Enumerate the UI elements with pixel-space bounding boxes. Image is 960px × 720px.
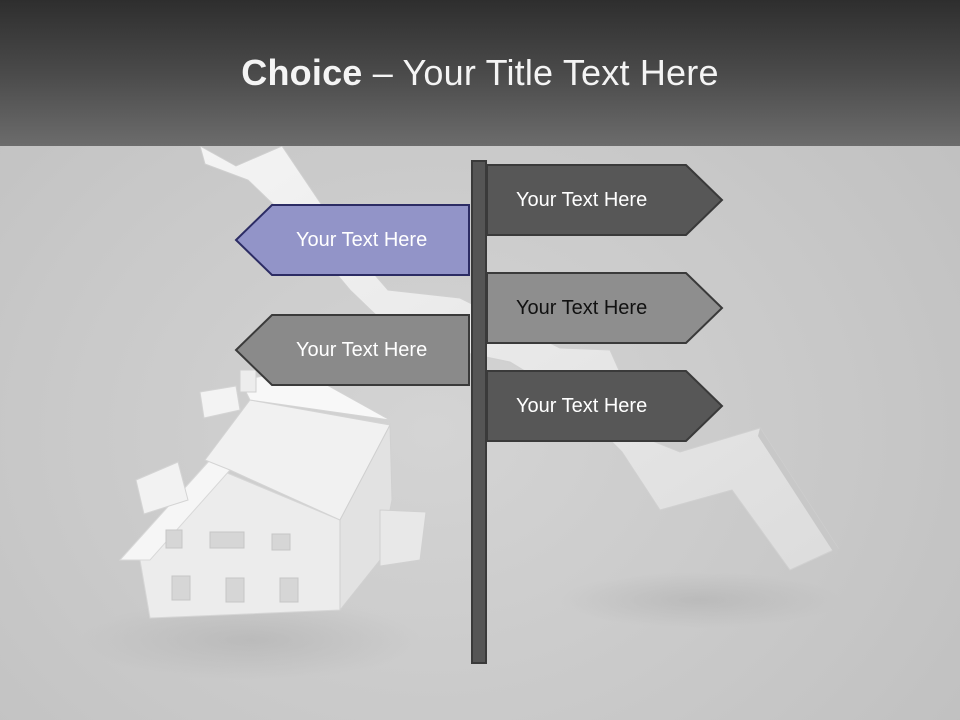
sign-left-2[interactable]: Your Text Here	[232, 314, 472, 386]
title-bold: Choice	[241, 52, 363, 93]
falling-arrow-icon	[199, 144, 839, 571]
sign-label: Your Text Here	[516, 297, 648, 319]
title-bar: Choice – Your Title Text Here	[0, 0, 960, 146]
sign-right-1[interactable]: Your Text Here	[486, 164, 726, 236]
sign-right-2[interactable]: Your Text Here	[486, 272, 726, 344]
title-rest: – Your Title Text Here	[362, 52, 719, 93]
sign-left-1[interactable]: Your Text Here	[232, 204, 472, 276]
sign-label: Your Text Here	[296, 339, 428, 361]
sign-right-3[interactable]: Your Text Here	[486, 370, 726, 442]
sign-label: Your Text Here	[516, 395, 648, 417]
sign-label: Your Text Here	[516, 189, 648, 211]
sign-label: Your Text Here	[296, 229, 428, 251]
signpost-pole	[471, 160, 487, 664]
slide-title: Choice – Your Title Text Here	[0, 52, 960, 94]
house-icon	[118, 369, 427, 619]
